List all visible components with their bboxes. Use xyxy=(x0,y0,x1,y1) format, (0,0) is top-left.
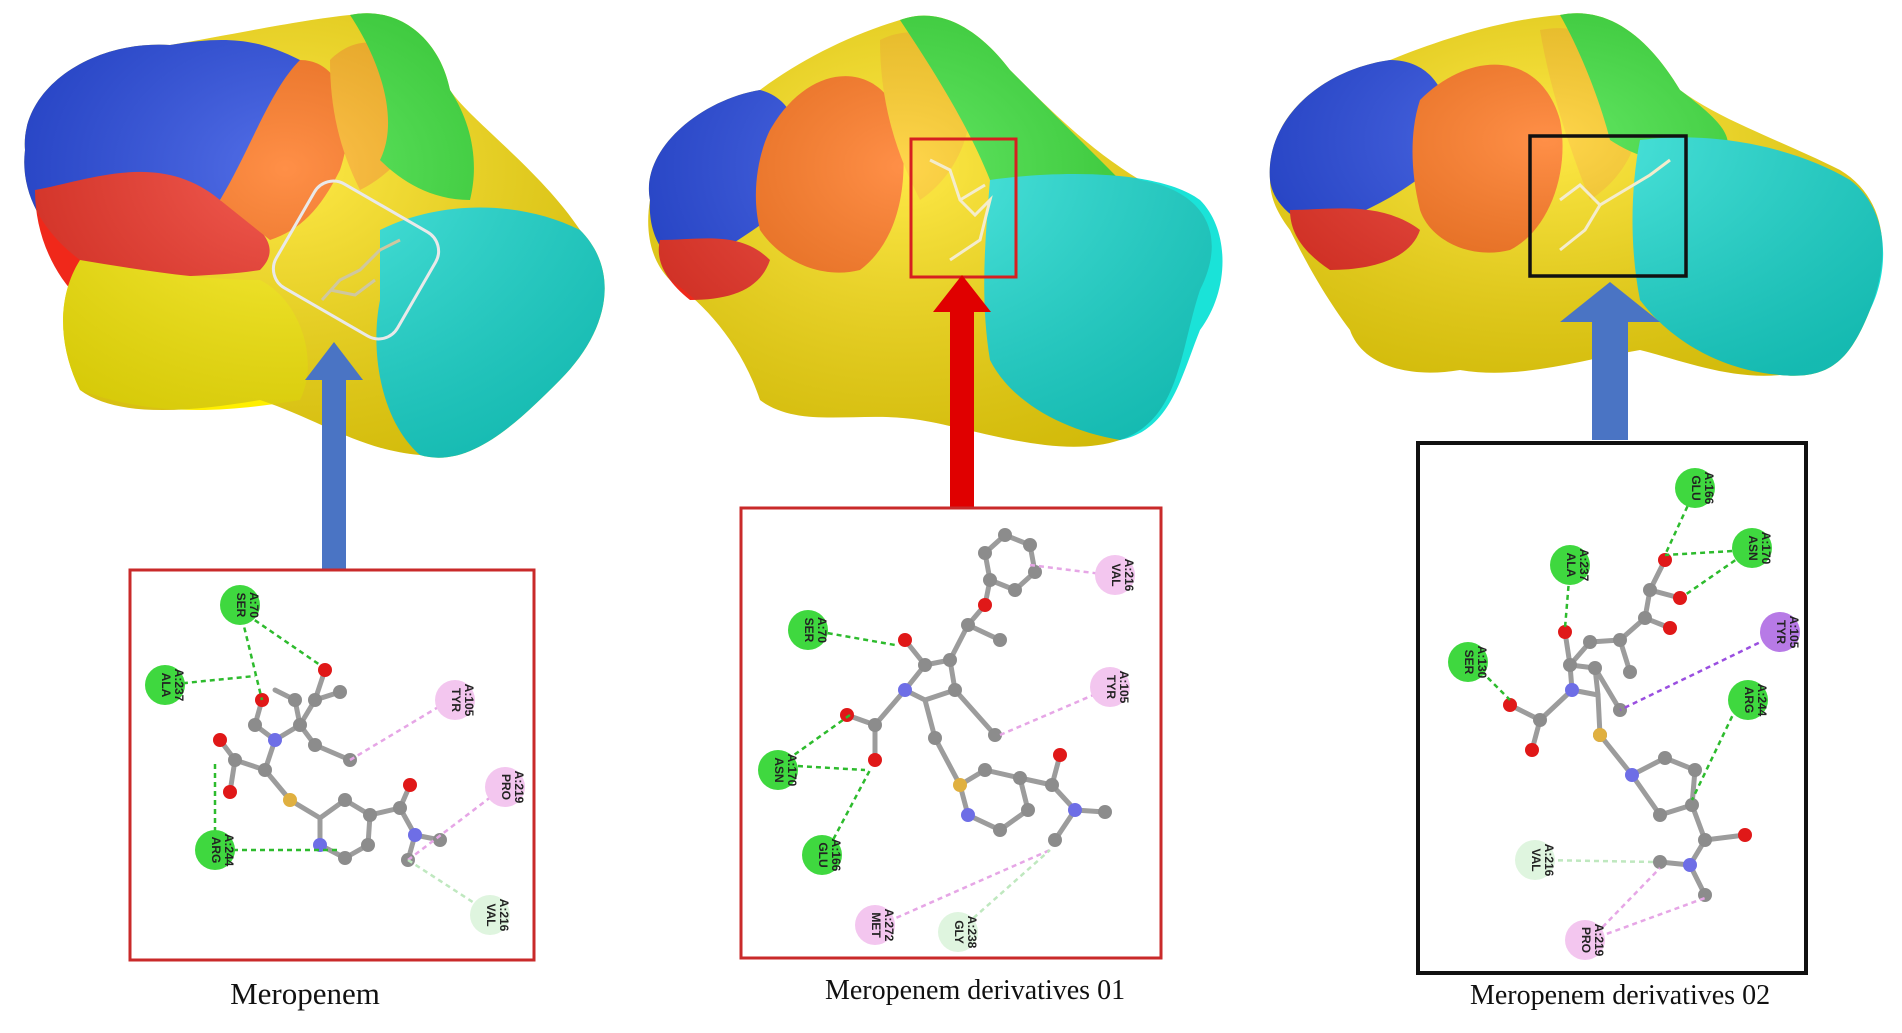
residue-tyr-a105 xyxy=(1760,612,1800,652)
svg-text:A:216: A:216 xyxy=(1542,844,1556,877)
svg-text:A:219: A:219 xyxy=(512,771,526,804)
residue-glu-a166 xyxy=(802,835,842,875)
svg-text:A:105: A:105 xyxy=(1787,616,1801,649)
panel-meropenem-derivatives-01: VAL A:216 SER A:70 TYR A:105 ASN A:170 G… xyxy=(648,15,1223,960)
caption-meropenem: Meropenem xyxy=(230,976,380,1011)
residue-tyr-a105 xyxy=(1090,667,1130,707)
panel-meropenem-derivatives-02: GLU A:166 ASN A:170 ALA A:237 SER A:130 … xyxy=(1269,13,1884,975)
residue-labels-3: GLU A:166 ASN A:170 ALA A:237 SER A:130 … xyxy=(1448,468,1801,960)
svg-text:A:272: A:272 xyxy=(882,909,896,942)
residue-asn-a170 xyxy=(758,750,798,790)
ligand-structure-1 xyxy=(213,663,447,867)
svg-text:A:170: A:170 xyxy=(1759,532,1773,565)
docked-ligand-2 xyxy=(929,158,993,262)
residue-met-a272 xyxy=(855,905,895,945)
docked-ligand-1 xyxy=(320,238,401,302)
svg-text:SER: SER xyxy=(234,593,248,618)
svg-text:PRO: PRO xyxy=(499,774,513,800)
svg-text:VAL: VAL xyxy=(484,903,498,926)
svg-text:PRO: PRO xyxy=(1579,927,1593,953)
arrow-shaft-3 xyxy=(1592,315,1628,440)
interaction-box-1 xyxy=(128,568,536,962)
panel-meropenem: SER A:70 ALA A:237 ARG A:244 TYR A:105 P… xyxy=(24,13,605,962)
residue-arg-a244 xyxy=(195,830,235,870)
ligand-structure-2 xyxy=(840,528,1112,847)
arrow-shaft-1 xyxy=(322,375,346,570)
svg-text:A:70: A:70 xyxy=(247,592,261,618)
svg-text:A:70: A:70 xyxy=(815,617,829,643)
svg-text:VAL: VAL xyxy=(1529,848,1543,871)
residue-ser-a70 xyxy=(220,585,260,625)
residue-val-a216 xyxy=(470,895,510,935)
svg-text:A:216: A:216 xyxy=(1122,559,1136,592)
svg-text:A:237: A:237 xyxy=(1577,549,1591,582)
residue-arg-a244 xyxy=(1728,680,1768,720)
interaction-lines-2 xyxy=(779,563,1111,931)
protein-surface-2 xyxy=(648,15,1223,447)
svg-text:ASN: ASN xyxy=(1746,535,1760,560)
svg-text:A:130: A:130 xyxy=(1475,646,1489,679)
svg-text:GLU: GLU xyxy=(1689,475,1703,500)
svg-text:A:244: A:244 xyxy=(222,834,236,867)
svg-text:ALA: ALA xyxy=(1564,553,1578,578)
arrow-head-3 xyxy=(1560,282,1660,322)
residue-ala-a237 xyxy=(1550,545,1590,585)
svg-text:ALA: ALA xyxy=(159,673,173,698)
svg-text:A:237: A:237 xyxy=(172,669,186,702)
residue-val-a216 xyxy=(1515,840,1555,880)
svg-text:TYR: TYR xyxy=(1104,675,1118,699)
svg-text:A:244: A:244 xyxy=(1755,684,1769,717)
residue-val-a216 xyxy=(1095,555,1135,595)
residue-pro-a219 xyxy=(1565,920,1605,960)
svg-text:A:219: A:219 xyxy=(1592,924,1606,957)
svg-text:A:105: A:105 xyxy=(462,684,476,717)
svg-text:SER: SER xyxy=(802,618,816,643)
svg-text:GLU: GLU xyxy=(816,842,830,867)
svg-text:ASN: ASN xyxy=(772,757,786,782)
protein-surface-3 xyxy=(1269,13,1884,376)
svg-text:GLY: GLY xyxy=(952,920,966,944)
residue-labels-2: VAL A:216 SER A:70 TYR A:105 ASN A:170 G… xyxy=(758,555,1136,952)
svg-text:TYR: TYR xyxy=(449,688,463,712)
svg-text:ARG: ARG xyxy=(1742,687,1756,714)
residue-ser-a70 xyxy=(788,610,828,650)
docked-ligand-3 xyxy=(1559,158,1671,252)
svg-text:A:216: A:216 xyxy=(497,899,511,932)
residue-asn-a170 xyxy=(1732,528,1772,568)
svg-text:MET: MET xyxy=(869,912,883,938)
svg-text:TYR: TYR xyxy=(1774,620,1788,644)
caption-meropenem-derivatives-01: Meropenem derivatives 01 xyxy=(824,975,1126,1006)
caption-meropenem-derivatives-02: Meropenem derivatives 02 xyxy=(1469,980,1771,1011)
interaction-lines-1 xyxy=(164,608,501,912)
svg-text:VAL: VAL xyxy=(1109,563,1123,586)
residue-ala-a237 xyxy=(145,665,185,705)
residue-labels-1: SER A:70 ALA A:237 ARG A:244 TYR A:105 P… xyxy=(145,585,526,935)
svg-text:A:170: A:170 xyxy=(785,754,799,787)
arrow-shaft-2 xyxy=(950,305,974,510)
protein-surface-1 xyxy=(24,13,605,458)
residue-gly-a238 xyxy=(938,912,978,952)
residue-pro-a219 xyxy=(485,767,525,807)
arrow-head-2 xyxy=(933,275,991,312)
svg-text:A:166: A:166 xyxy=(829,839,843,872)
interaction-box-2 xyxy=(739,506,1163,960)
svg-text:SER: SER xyxy=(1462,650,1476,675)
arrow-head-1 xyxy=(305,342,363,380)
svg-text:ARG: ARG xyxy=(209,837,223,864)
svg-text:A:105: A:105 xyxy=(1117,671,1131,704)
residue-ser-a130 xyxy=(1448,642,1488,682)
residue-tyr-a105 xyxy=(435,680,475,720)
svg-text:A:166: A:166 xyxy=(1702,472,1716,505)
residue-glu-a166 xyxy=(1675,468,1715,508)
svg-text:A:238: A:238 xyxy=(965,916,979,949)
